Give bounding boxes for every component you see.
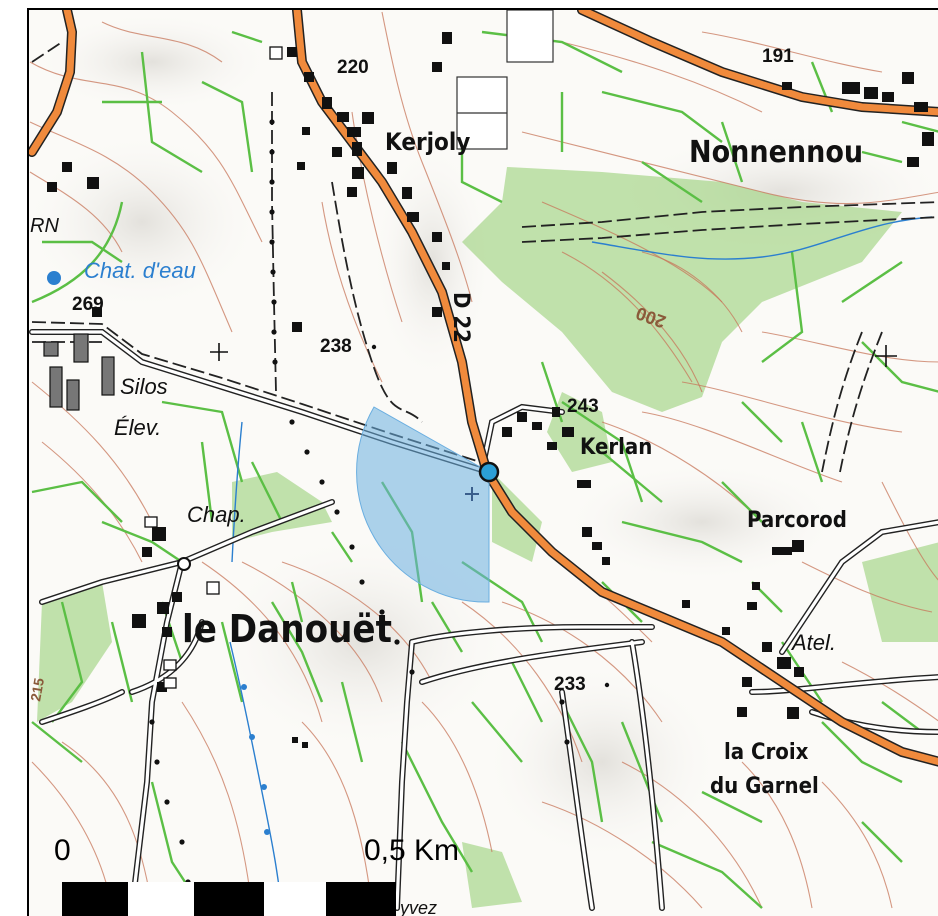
buildings [47,32,934,748]
cross-marker-icon [465,487,479,501]
streams [229,216,933,909]
label-chap: Chap. [187,502,246,527]
label-la-croix: la Croix [724,740,809,765]
label-nonnennou: Nonnennou [689,135,863,170]
label-kerlan: Kerlan [580,435,652,460]
place-labels: Kerjoly Nonnennou Kerlan Parcorod le Dan… [182,128,863,799]
elev-269: 269 [72,294,104,315]
cross-boxes [144,46,283,689]
map-frame: Kerjoly Nonnennou Kerlan Parcorod le Dan… [27,8,938,916]
sports-fields [456,10,554,150]
label-kerjoly: Kerjoly [385,128,470,156]
spot-dots [371,344,610,688]
label-atel: Atel. [790,630,836,655]
water-tower [47,271,61,285]
elev-215: 215 [29,677,47,703]
label-rn: RN [30,215,59,237]
scale-label-0: 0 [54,834,71,867]
label-chat-eau: Chat. d'eau [84,258,196,283]
elev-238: 238 [320,336,352,357]
label-parcorod: Parcorod [747,508,847,533]
chapel [177,557,191,571]
footpaths [149,119,570,885]
label-yvez: yvez [398,898,437,916]
elev-220: 220 [337,57,369,78]
label-elev: Élev. [114,415,161,440]
forest-areas [37,167,938,908]
label-road-d22: D 22 [448,292,473,343]
topo-map[interactable]: Kerjoly Nonnennou Kerlan Parcorod le Dan… [29,10,938,916]
elev-233: 233 [554,674,586,695]
label-danouet: le Danouët [182,607,392,651]
elev-243: 243 [567,396,599,417]
feature-labels: Chat. d'eau Silos Élev. Chap. Atel. D 22… [30,215,836,916]
stream-points [241,684,270,835]
scale-label-05km: 0,5 Km [364,834,459,867]
view-cone[interactable] [356,406,490,603]
contour-lines [29,11,938,909]
elev-191: 191 [762,46,794,67]
scale-bar: 0 0,5 Km [54,834,459,916]
crosses [210,343,897,367]
hatched-buildings [43,333,115,411]
location-marker-icon[interactable] [478,461,500,483]
label-du-garnel: du Garnel [710,774,819,799]
label-silos: Silos [120,374,168,399]
